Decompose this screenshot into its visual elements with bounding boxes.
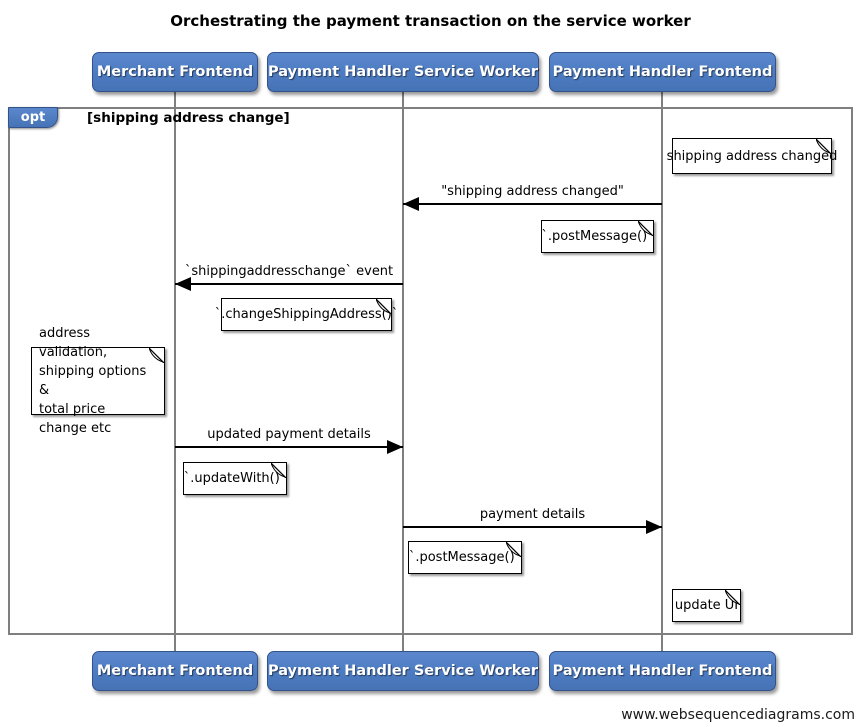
arrowhead-right-icon (387, 440, 403, 454)
note-fold-icon (638, 221, 653, 236)
note-postmessage-upper: `.postMessage()` (541, 220, 654, 253)
message-line (175, 277, 403, 291)
note-address-validation: address validation, shipping options & t… (31, 326, 165, 436)
note-fold-icon (725, 590, 740, 605)
arrowhead-left-icon (403, 197, 419, 211)
note-fold-icon (376, 299, 391, 314)
message-line (403, 520, 662, 534)
actor-label: Payment Handler Frontend (552, 663, 773, 679)
arrowhead-right-icon (646, 520, 662, 534)
note-changeshippingaddress: `.changeShippingAddress()` (215, 298, 398, 331)
watermark-url: www.websequencediagrams.com (621, 707, 855, 723)
actor-label: Merchant Frontend (96, 663, 254, 679)
message-label: payment details (479, 507, 586, 522)
lifeline-payment-handler-service-worker (402, 92, 404, 651)
actor-label: Payment Handler Frontend (552, 64, 773, 80)
note-updatewith: `.updateWith()` (183, 462, 287, 495)
message-line (403, 197, 662, 211)
note-text: `.updateWith()` (183, 471, 287, 486)
actor-merchant-frontend-top: Merchant Frontend (92, 52, 258, 92)
message-label: updated payment details (207, 427, 371, 442)
lifeline-merchant-frontend (174, 92, 176, 651)
message-label: `shippingaddresschange` event (184, 264, 394, 279)
note-shipping-address-changed: shipping address changed (667, 138, 837, 174)
note-update-ui: update UI (672, 589, 741, 622)
actor-merchant-frontend-bottom: Merchant Frontend (92, 651, 258, 691)
note-text-line: address validation, (39, 326, 108, 360)
note-fold-icon (271, 463, 286, 478)
message-label: "shipping address changed" (441, 184, 624, 199)
note-postmessage-lower: `.postMessage()` (408, 541, 522, 574)
arrowhead-left-icon (175, 277, 191, 291)
diagram-title: Orchestrating the payment transaction on… (170, 12, 691, 30)
note-text: shipping address changed (666, 148, 838, 164)
note-fold-icon (506, 542, 521, 557)
actor-payment-handler-service-worker-bottom: Payment Handler Service Worker (267, 651, 539, 691)
opt-operator-tab: opt (8, 107, 58, 128)
note-text: `.changeShippingAddress()` (214, 307, 399, 322)
lifeline-payment-handler-frontend (661, 92, 663, 651)
note-text: `.postMessage()` (541, 229, 654, 244)
message-line (175, 440, 403, 454)
note-text-lines: address validation, shipping options & t… (39, 324, 157, 438)
message-payment-details: payment details (403, 507, 662, 534)
actor-payment-handler-frontend-bottom: Payment Handler Frontend (549, 651, 776, 691)
note-fold-icon (149, 348, 164, 363)
note-text: `.postMessage()` (408, 550, 522, 565)
opt-guard-label: [shipping address change] (87, 110, 290, 126)
note-fold-icon (816, 139, 831, 154)
actor-label: Payment Handler Service Worker (267, 64, 539, 80)
note-text: update UI (674, 598, 739, 613)
opt-fragment-frame: opt [shipping address change] (8, 107, 853, 635)
actor-label: Payment Handler Service Worker (267, 663, 539, 679)
note-text-line: total price change etc (39, 402, 112, 436)
message-shipping-address-changed: "shipping address changed" (403, 184, 662, 211)
note-text-line: shipping options & (39, 364, 147, 398)
message-updated-payment-details: updated payment details (175, 427, 403, 454)
actor-payment-handler-service-worker-top: Payment Handler Service Worker (267, 52, 539, 92)
actor-label: Merchant Frontend (96, 64, 254, 80)
message-shippingaddresschange-event: `shippingaddresschange` event (175, 264, 403, 291)
actor-payment-handler-frontend-top: Payment Handler Frontend (549, 52, 776, 92)
